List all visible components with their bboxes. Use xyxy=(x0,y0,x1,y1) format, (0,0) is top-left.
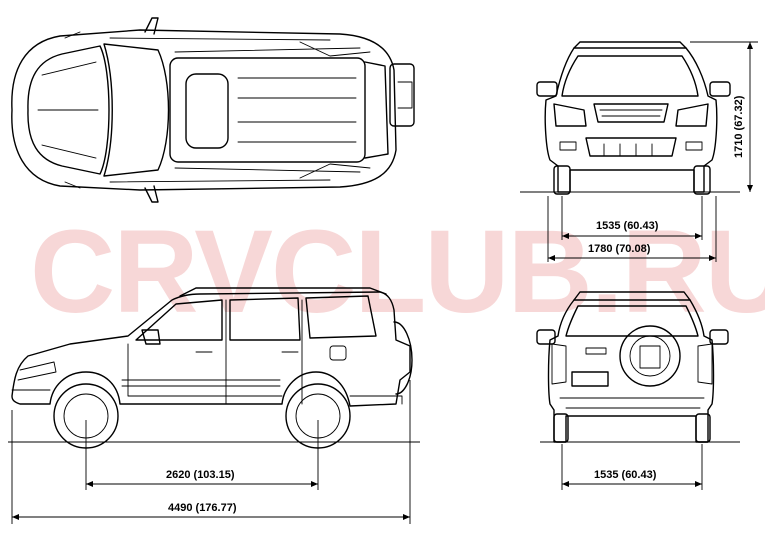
rear-track-dimension: 1535 (60.43) xyxy=(561,444,703,490)
front-view xyxy=(536,41,731,195)
width-dimension: 1780 (70.08) xyxy=(547,196,717,262)
front-track-label: 1535 (60.43) xyxy=(596,220,659,232)
top-view xyxy=(11,17,415,203)
length-label: 4490 (176.77) xyxy=(168,502,237,514)
front-track-dimension: 1535 (60.43) xyxy=(561,196,703,240)
length-dimension: 4490 (176.77) xyxy=(11,380,411,524)
side-view xyxy=(11,287,413,449)
wheelbase-label: 2620 (103.15) xyxy=(166,469,235,481)
width-label: 1780 (70.08) xyxy=(588,243,651,255)
height-label: 1710 (67.32) xyxy=(733,95,745,158)
height-dimension: 1710 (67.32) xyxy=(690,41,758,192)
rear-view xyxy=(536,291,729,443)
rear-track-label: 1535 (60.43) xyxy=(594,469,657,481)
wheelbase-dimension: 2620 (103.15) xyxy=(85,420,319,490)
